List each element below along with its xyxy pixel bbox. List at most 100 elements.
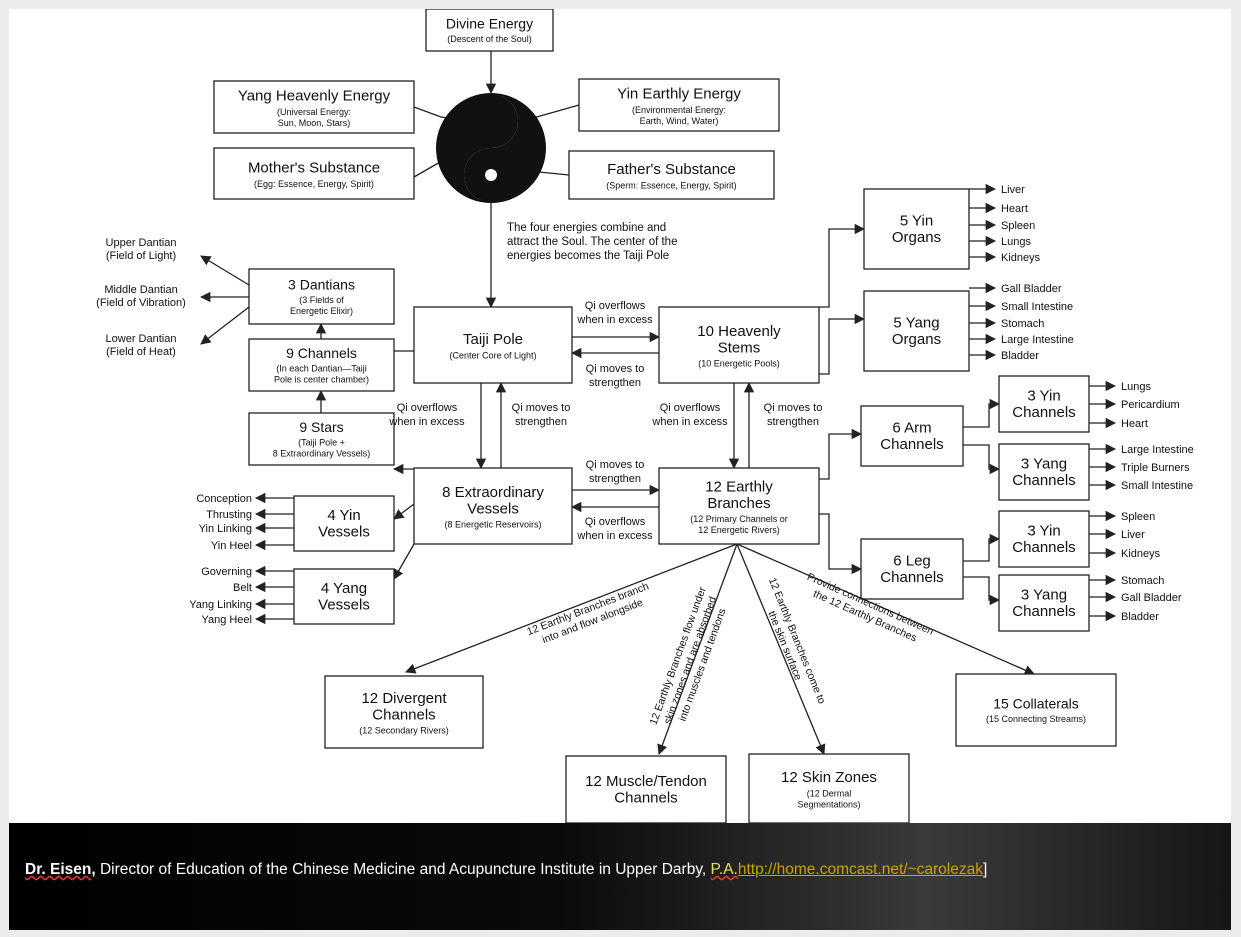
yang-organ-item: Stomach <box>1001 318 1044 330</box>
yin-yang-symbol <box>436 93 546 203</box>
arm-yin-item: Pericardium <box>1121 399 1180 411</box>
collaterals-box <box>955 673 1117 747</box>
leg-box <box>860 538 964 600</box>
yin-organ-item: Spleen <box>1001 220 1035 232</box>
connector-arrow <box>200 255 250 286</box>
collaterals-title: 15 Collaterals <box>993 696 1079 712</box>
connector-arrow <box>657 543 738 755</box>
connector-arrow <box>819 513 863 575</box>
yin-organ-item: Liver <box>1001 184 1025 196</box>
father-box <box>568 150 775 200</box>
energy-diagram: Divine Energy(Descent of the Soul)Yang H… <box>96 9 1194 823</box>
yang-vessel-item: Governing <box>201 566 252 578</box>
stars9-subtitle: (Taiji Pole +8 Extraordinary Vessels) <box>273 438 371 459</box>
connector-arrow <box>393 503 415 520</box>
taiji-box <box>413 306 573 384</box>
svg-text:12 Earthly Branches branchinto: 12 Earthly Branches branchinto and flow … <box>525 580 655 650</box>
slide: Divine Energy(Descent of the Soul)Yang H… <box>9 9 1231 930</box>
yin-organ-item: Kidneys <box>1001 252 1041 264</box>
connector-arrow <box>736 543 826 755</box>
arm-yang-box <box>998 443 1090 501</box>
yin-vessel-item: Thrusting <box>206 509 252 521</box>
svg-text:12 Earthly Branches flow under: 12 Earthly Branches flow underskin zones… <box>648 585 734 736</box>
mother-title: Mother's Substance <box>248 160 380 177</box>
yin-earthly-box <box>578 78 780 132</box>
nodes: Divine Energy(Descent of the Soul)Yang H… <box>213 9 1117 823</box>
leg-yin-box <box>998 510 1090 568</box>
dantian-item: Middle Dantian(Field of Vibration) <box>96 284 186 309</box>
leg-yang-item: Bladder <box>1121 611 1159 623</box>
mother-box <box>213 147 415 200</box>
yang-organ-item: Small Intestine <box>1001 301 1073 313</box>
connector-arrow <box>405 543 738 674</box>
yang-heavenly-title: Yang Heavenly Energy <box>238 88 391 105</box>
vessels8-box <box>413 467 573 545</box>
leg-yang-item: Stomach <box>1121 575 1164 587</box>
yang-vessel-item: Belt <box>233 582 252 594</box>
connector-arrow <box>393 543 415 580</box>
connector-arrow <box>963 398 1001 428</box>
yin-vessel-item: Conception <box>196 493 252 505</box>
dantian-item: Lower Dantian(Field of Heat) <box>106 333 177 358</box>
dantians-title: 3 Dantians <box>288 277 355 293</box>
channels9-box <box>248 338 395 392</box>
muscle-branch-label: 12 Earthly Branches flow underskin zones… <box>648 585 734 736</box>
footer-banner: Dr. Eisen, Director of Education of the … <box>9 823 1231 930</box>
taiji-subtitle: (Center Core of Light) <box>449 350 536 360</box>
yin-vessel-item: Yin Heel <box>211 540 252 552</box>
yin-earthly-subtitle: (Environmental Energy:Earth, Wind, Water… <box>632 105 726 126</box>
father-title: Father's Substance <box>607 161 736 178</box>
footer-caption: Dr. Eisen, Director of Education of the … <box>25 861 987 879</box>
leg-yang-box <box>998 574 1090 632</box>
dantian-item: Upper Dantian(Field of Light) <box>106 237 177 262</box>
connector-arrow <box>963 444 1001 475</box>
leg-yin-item: Liver <box>1121 529 1145 541</box>
arm-yang-item: Small Intestine <box>1121 480 1193 492</box>
source-link[interactable]: http://home.comcast.net/~carolezak <box>737 861 983 878</box>
divine-box <box>425 9 554 52</box>
arm-yin-box <box>998 375 1090 433</box>
yin-vessel-item: Yin Linking <box>199 523 252 535</box>
yang-organ-item: Bladder <box>1001 350 1039 362</box>
vessels8-subtitle: (8 Energetic Reservoirs) <box>444 520 541 530</box>
leg-yin-item: Kidneys <box>1121 548 1161 560</box>
connector-arrow <box>736 543 1035 676</box>
yin-vessels-box <box>293 495 395 552</box>
divine-title: Divine Energy <box>446 16 533 32</box>
connector-arrow <box>963 576 1001 606</box>
leg-yin-item: Spleen <box>1121 511 1155 523</box>
divergent-branch-label: 12 Earthly Branches branchinto and flow … <box>525 580 655 650</box>
dantians-box <box>248 268 395 325</box>
connector-arrow <box>200 306 250 345</box>
stars9-box <box>248 412 395 466</box>
connectors <box>199 51 1117 755</box>
arm-yang-item: Triple Burners <box>1121 462 1190 474</box>
yang-vessels-box <box>293 568 395 625</box>
father-subtitle: (Sperm: Essence, Energy, Spirit) <box>606 180 736 190</box>
collaterals-subtitle: (15 Connecting Streams) <box>986 714 1086 724</box>
connector-arrow <box>819 313 866 375</box>
divergent-box <box>324 675 484 749</box>
connector-arrow <box>819 223 866 308</box>
